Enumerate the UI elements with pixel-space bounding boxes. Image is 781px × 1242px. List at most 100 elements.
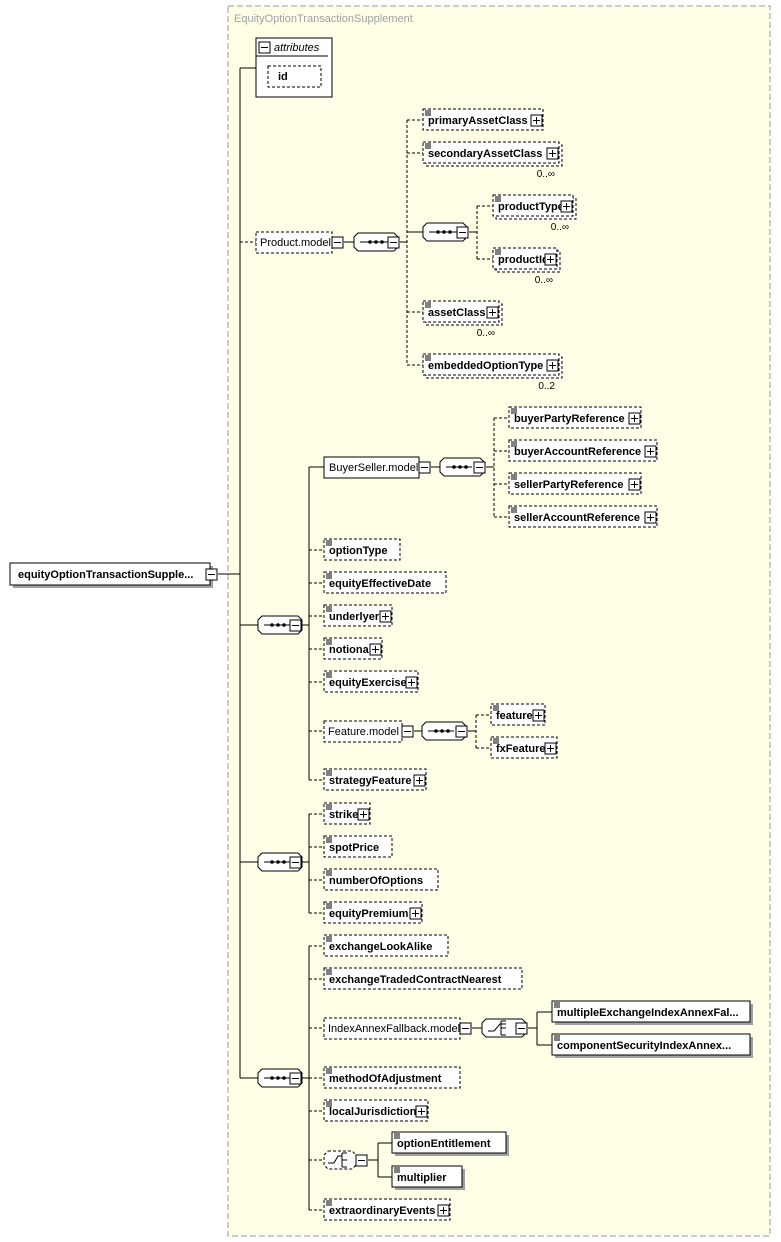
expand-icon[interactable] — [544, 253, 557, 266]
element-local-jurisdiction[interactable]: localJurisdiction — [323, 1099, 429, 1122]
element-box — [551, 1033, 751, 1056]
expand-icon[interactable] — [628, 412, 641, 425]
expand-icon[interactable] — [409, 907, 422, 920]
element-spot-price[interactable]: spotPrice — [323, 835, 393, 858]
expand-icon[interactable] — [560, 200, 573, 213]
element-label: secondaryAssetClass — [428, 148, 542, 160]
collapse-icon[interactable] — [331, 236, 344, 249]
group-label: BuyerSeller.model — [329, 462, 418, 474]
element-feature[interactable]: feature — [490, 703, 546, 726]
expand-icon[interactable] — [405, 676, 418, 689]
element-method-of-adjustment[interactable]: methodOfAdjustment — [323, 1066, 461, 1089]
content-marker-icon — [493, 705, 499, 711]
sequence-compositor[interactable] — [421, 721, 468, 741]
collapse-icon[interactable] — [418, 461, 431, 474]
expand-icon[interactable] — [415, 1105, 428, 1118]
element-box — [508, 472, 642, 495]
element-label: underlyer — [329, 611, 380, 623]
choice-compositor[interactable] — [481, 1018, 528, 1038]
element-label: fxFeature — [496, 743, 546, 755]
content-marker-icon — [511, 441, 517, 447]
expand-icon[interactable] — [530, 114, 543, 127]
elements: primaryAssetClasssecondaryAssetClass0..∞… — [323, 108, 753, 1221]
collapse-icon[interactable] — [258, 41, 271, 54]
expand-icon[interactable] — [628, 478, 641, 491]
content-marker-icon — [326, 672, 332, 678]
element-label: strike — [329, 809, 358, 821]
element-extraordinary-events[interactable]: extraordinaryEvents — [323, 1198, 451, 1221]
element-label: equityPremium — [329, 908, 409, 920]
element-option-type[interactable]: optionType — [323, 538, 401, 561]
expand-icon[interactable] — [486, 306, 499, 319]
content-marker-icon — [326, 1068, 332, 1074]
element-label: spotPrice — [329, 842, 379, 854]
element-seller-party-reference[interactable]: sellerPartyReference — [508, 472, 642, 495]
element-buyer-party-reference[interactable]: buyerPartyReference — [508, 406, 642, 429]
occurrence-label: 0..∞ — [551, 222, 569, 233]
expand-icon[interactable] — [379, 610, 392, 623]
sequence-compositor[interactable] — [353, 232, 400, 252]
collapse-icon[interactable] — [205, 568, 218, 581]
element-equity-premium[interactable]: equityPremium — [323, 901, 423, 924]
expand-icon[interactable] — [532, 709, 545, 722]
expand-icon[interactable] — [644, 445, 657, 458]
element-box — [391, 1131, 507, 1154]
expand-icon[interactable] — [546, 147, 559, 160]
element-primary-asset-class[interactable]: primaryAssetClass — [422, 108, 544, 131]
collapse-icon[interactable] — [401, 725, 414, 738]
content-marker-icon — [326, 770, 332, 776]
sequence-compositor[interactable] — [257, 852, 303, 872]
element-option-entitlement[interactable]: optionEntitlement — [391, 1131, 509, 1156]
element-strike[interactable]: strike — [323, 802, 371, 825]
sequence-compositor[interactable] — [422, 222, 469, 242]
element-multiple-exchange-index-annex-fallback[interactable]: multipleExchangeIndexAnnexFal... — [551, 1000, 753, 1025]
element-label: buyerAccountReference — [514, 446, 641, 458]
collapse-icon[interactable] — [459, 1022, 472, 1035]
element-underlyer[interactable]: underlyer — [323, 604, 393, 627]
element-equity-effective-date[interactable]: equityEffectiveDate — [323, 571, 447, 594]
content-marker-icon — [554, 1002, 560, 1008]
expand-icon[interactable] — [413, 774, 426, 787]
expand-icon[interactable] — [437, 1204, 450, 1217]
expand-icon[interactable] — [546, 359, 559, 372]
content-marker-icon — [326, 804, 332, 810]
expand-icon[interactable] — [644, 511, 657, 524]
element-strategy-feature[interactable]: strategyFeature — [323, 768, 427, 791]
element-fx-feature[interactable]: fxFeature — [490, 736, 558, 759]
element-exchange-look-alike[interactable]: exchangeLookAlike — [323, 934, 449, 957]
element-number-of-options[interactable]: numberOfOptions — [323, 868, 439, 891]
element-exchange-traded-contract-nearest[interactable]: exchangeTradedContractNearest — [323, 967, 523, 990]
content-marker-icon — [326, 1101, 332, 1107]
attribute-id[interactable] — [267, 65, 322, 88]
group-feature-model[interactable]: Feature.model — [323, 720, 414, 743]
element-label: localJurisdiction — [329, 1106, 417, 1118]
sequence-compositor[interactable] — [257, 1068, 303, 1088]
element-buyer-account-reference[interactable]: buyerAccountReference — [508, 439, 658, 462]
expand-icon[interactable] — [544, 742, 557, 755]
expand-icon[interactable] — [369, 643, 382, 656]
element-box — [323, 835, 393, 858]
element-component-security-index-annex[interactable]: componentSecurityIndexAnnex... — [551, 1033, 753, 1058]
element-seller-account-reference[interactable]: sellerAccountReference — [508, 505, 658, 528]
content-marker-icon — [425, 302, 431, 308]
sequence-compositor[interactable] — [439, 457, 486, 477]
content-marker-icon — [425, 110, 431, 116]
element-equity-exercise[interactable]: equityExercise — [323, 670, 419, 693]
content-marker-icon — [425, 355, 431, 361]
element-multiplier[interactable]: multiplier — [391, 1165, 465, 1190]
group-product-model[interactable]: Product.model — [255, 231, 344, 254]
choice-compositor[interactable] — [323, 1150, 368, 1170]
group-index-annex-fallback-model[interactable]: IndexAnnexFallback.model — [323, 1017, 472, 1040]
expand-icon[interactable] — [357, 808, 370, 821]
occurrence-label: 0..2 — [538, 381, 555, 392]
group-buyer-seller-model[interactable]: BuyerSeller.model — [323, 456, 431, 479]
sequence-compositor[interactable] — [257, 615, 303, 635]
group-title: EquityOptionTransactionSupplement — [234, 13, 413, 25]
root-element[interactable]: equityOptionTransactionSupple... — [9, 562, 218, 588]
element-notional[interactable]: notional — [323, 637, 383, 660]
